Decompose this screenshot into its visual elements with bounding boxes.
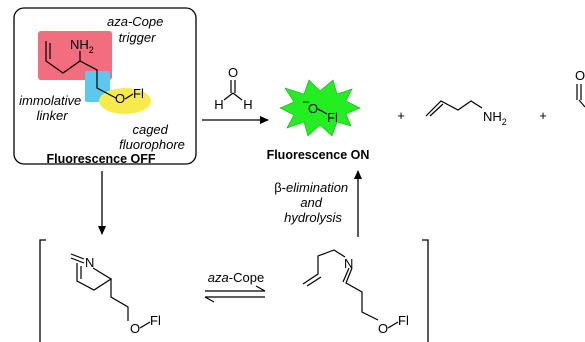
fluorophore-highlight xyxy=(99,88,151,114)
left-bracket xyxy=(39,239,46,342)
aza-cope-label: aza-Cope xyxy=(208,270,264,285)
acrolein-o: O xyxy=(575,68,585,83)
elimination-label: β-elimination and hydrolysis xyxy=(274,180,352,225)
svg-text:H: H xyxy=(243,97,252,112)
caged-label: caged fluorophore xyxy=(119,122,185,152)
product-fl: Fl xyxy=(327,110,338,125)
product-o: O xyxy=(308,101,318,116)
imine-1-fl: Fl xyxy=(150,313,161,328)
imine-1-o: O xyxy=(130,321,140,336)
plus-sign-1: + xyxy=(397,108,405,123)
plus-sign-2: + xyxy=(539,108,547,123)
fluorescence-off-label: Fluorescence OFF xyxy=(46,152,155,166)
imine-2-o: O xyxy=(378,321,388,336)
fluorescence-on-label: Fluorescence ON xyxy=(267,148,370,162)
linker-label: immolative linker xyxy=(19,93,85,123)
probe-fluorophore: Fl xyxy=(133,86,144,101)
probe-ether-o: O xyxy=(115,91,125,106)
acrolein xyxy=(576,84,585,108)
butenylamine xyxy=(425,100,483,117)
imine-2-fl: Fl xyxy=(398,313,409,328)
butenylamine-nh2: NH2 xyxy=(483,109,507,127)
imine-1-n: N xyxy=(85,255,94,270)
imine-2-n: N xyxy=(344,256,353,271)
probe-amine: NH2 xyxy=(70,37,94,55)
fluorescent-burst xyxy=(279,79,361,137)
imine-2-structure xyxy=(302,249,379,321)
imine-1-structure xyxy=(70,253,129,321)
formaldehyde: O H H xyxy=(214,65,252,112)
right-bracket xyxy=(422,239,429,342)
svg-text:H: H xyxy=(214,97,223,112)
trigger-label: aza-Cope trigger xyxy=(107,14,167,45)
probe-structure xyxy=(45,41,117,99)
equilibrium-arrows xyxy=(204,285,266,303)
svg-text:O: O xyxy=(228,65,238,80)
product-charge: – xyxy=(303,96,310,108)
